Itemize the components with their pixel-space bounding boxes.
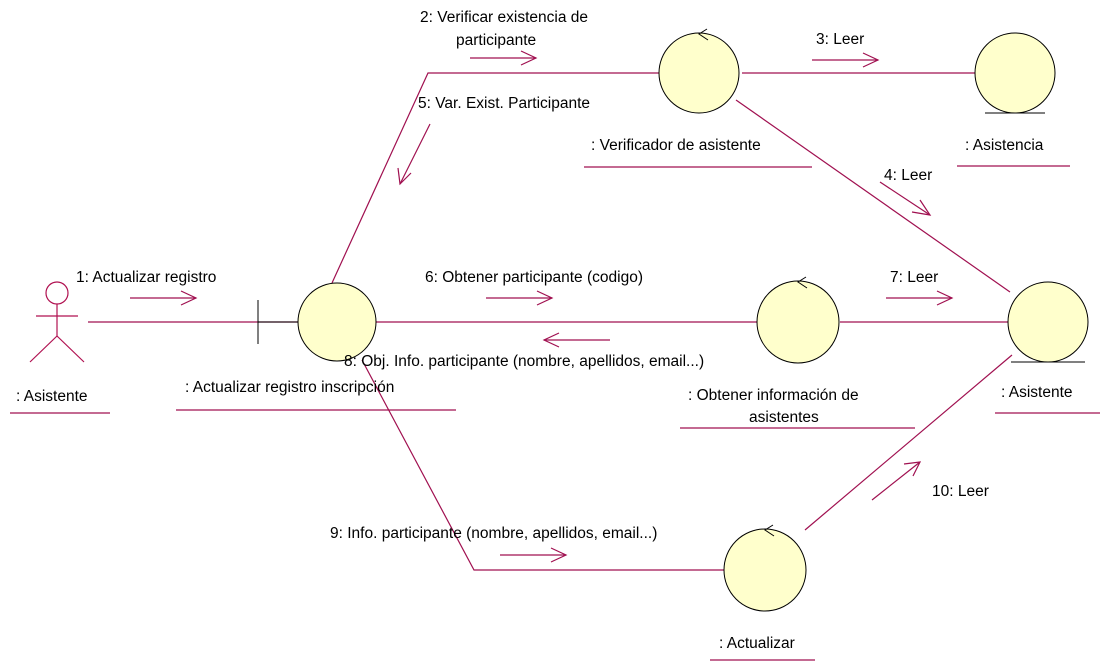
control-object-actualizar[interactable]	[723, 524, 807, 612]
message-2-label-line2: participante	[456, 32, 536, 49]
obtener-info-label-line2: asistentes	[749, 409, 819, 426]
verificador-label: : Verificador de asistente	[591, 137, 761, 154]
links	[88, 72, 1013, 571]
message-6-arrow	[486, 290, 554, 306]
message-8-arrow	[542, 332, 610, 348]
boundary-object-actualizar-registro[interactable]	[257, 282, 377, 362]
actualizar-label: : Actualizar	[719, 635, 795, 652]
link-verificador-asistente-entity	[735, 99, 1011, 293]
message-9-arrow	[500, 547, 568, 563]
link-actualizar-registro-verificador	[331, 72, 660, 284]
link-actualizar-registro-actualizar	[361, 359, 726, 571]
obtener-info-label-line1: : Obtener información de	[688, 387, 859, 404]
message-5-label: 5: Var. Exist. Participante	[418, 95, 590, 112]
message-7-arrow	[886, 290, 954, 306]
message-5-arrow	[397, 123, 431, 186]
control-object-obtener-info[interactable]	[756, 276, 840, 364]
message-1-label: 1: Actualizar registro	[76, 269, 216, 286]
asistente-entity-label: : Asistente	[1001, 384, 1073, 401]
message-8-label: 8: Obj. Info. participante (nombre, apel…	[344, 353, 704, 370]
message-6-label: 6: Obtener participante (codigo)	[425, 269, 643, 286]
control-object-verificador[interactable]	[658, 28, 740, 114]
message-4-label: 4: Leer	[884, 167, 932, 184]
message-3-arrow	[812, 52, 880, 68]
actor-name-label: : Asistente	[16, 388, 88, 405]
asistencia-label: : Asistencia	[965, 137, 1044, 154]
entity-object-asistente[interactable]	[1007, 281, 1089, 363]
message-7-label: 7: Leer	[890, 269, 938, 286]
message-10-label: 10: Leer	[932, 483, 989, 500]
actor-stick-figure-icon[interactable]	[29, 281, 85, 363]
message-2-label-line1: 2: Verificar existencia de	[420, 9, 588, 26]
link-actualizar-asistente-entity	[804, 354, 1013, 531]
message-10-arrow	[871, 461, 922, 501]
actualizar-registro-label: : Actualizar registro inscripción	[185, 379, 394, 396]
message-arrows	[130, 50, 954, 563]
message-1-arrow	[130, 290, 198, 306]
message-3-label: 3: Leer	[816, 31, 864, 48]
message-2-arrow	[470, 50, 538, 66]
entity-object-asistencia[interactable]	[974, 32, 1056, 114]
message-9-label: 9: Info. participante (nombre, apellidos…	[330, 525, 657, 542]
message-4-arrow	[879, 181, 932, 216]
